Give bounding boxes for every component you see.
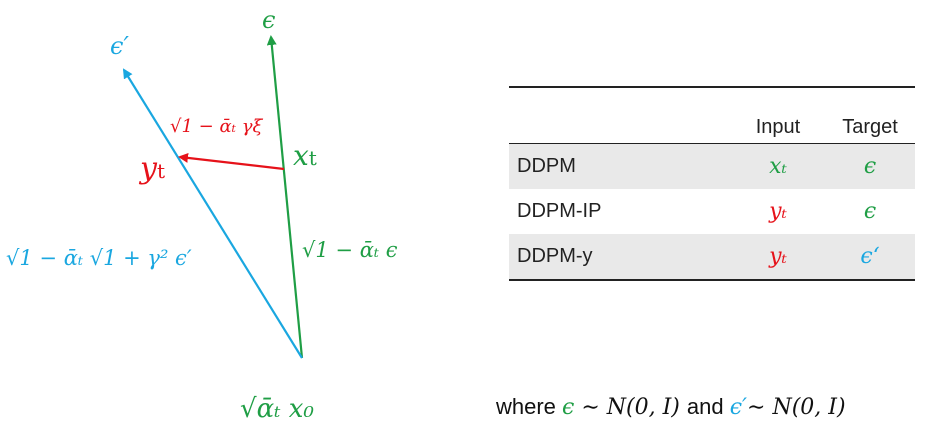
footnote-epsilon: ϵ xyxy=(562,395,575,420)
comparison-table: Input Target DDPM xₜ ϵ DDPM-IP yₜ ϵ DDPM… xyxy=(509,86,915,281)
row-name: DDPM-IP xyxy=(517,200,602,222)
table-row: DDPM xₜ ϵ xyxy=(509,144,915,189)
row-target: ϵ xyxy=(863,154,877,179)
row-input: yₜ xyxy=(769,244,787,269)
row-name: DDPM-y xyxy=(517,245,593,267)
table-header-row: Input Target xyxy=(509,88,915,144)
noise-perturbation-arrow xyxy=(178,152,285,171)
y-t-sub: t xyxy=(156,159,165,183)
footnote-prefix: where xyxy=(496,394,563,419)
origin-label: √ᾱₜ x₀ xyxy=(240,394,314,424)
green-term-label: √1 − ᾱₜ ϵ xyxy=(302,238,398,262)
row-target: ϵ xyxy=(863,199,877,224)
epsilon-label: ϵ xyxy=(262,6,276,34)
y-t-main: y xyxy=(140,151,157,186)
row-input: xₜ xyxy=(769,154,787,179)
row-target: ϵ‘ xyxy=(860,244,880,269)
x-t-main: x xyxy=(293,139,309,172)
footnote-relation-1: ∼ N(0, I) xyxy=(574,395,687,420)
table-row: DDPM-y yₜ ϵ‘ xyxy=(509,234,915,281)
x-t-label: xt xyxy=(293,142,317,170)
footnote: where ϵ ∼ N(0, I) and ϵ′∼ N(0, I) xyxy=(496,394,846,420)
row-name: DDPM xyxy=(517,155,576,177)
footnote-relation-2: ∼ N(0, I) xyxy=(747,395,846,420)
epsilon-prime-label: ϵ′ xyxy=(110,32,129,60)
header-input: Input xyxy=(755,116,801,138)
x-t-sub: t xyxy=(308,146,317,170)
footnote-and: and xyxy=(686,394,730,419)
table-row: DDPM-IP yₜ ϵ xyxy=(509,189,915,234)
y-t-label: yt xyxy=(140,154,165,184)
row-input: yₜ xyxy=(769,199,787,224)
red-term-label: √1 − ᾱₜ γξ xyxy=(170,116,263,137)
blue-term-label: √1 − ᾱₜ √1 + γ² ϵ′ xyxy=(6,246,192,270)
epsilon-prime-arrow xyxy=(122,68,303,359)
header-target: Target xyxy=(842,116,898,138)
footnote-epsilon-prime: ϵ′ xyxy=(729,395,748,420)
table-top-rule xyxy=(509,86,915,88)
epsilon-arrow xyxy=(266,35,304,359)
